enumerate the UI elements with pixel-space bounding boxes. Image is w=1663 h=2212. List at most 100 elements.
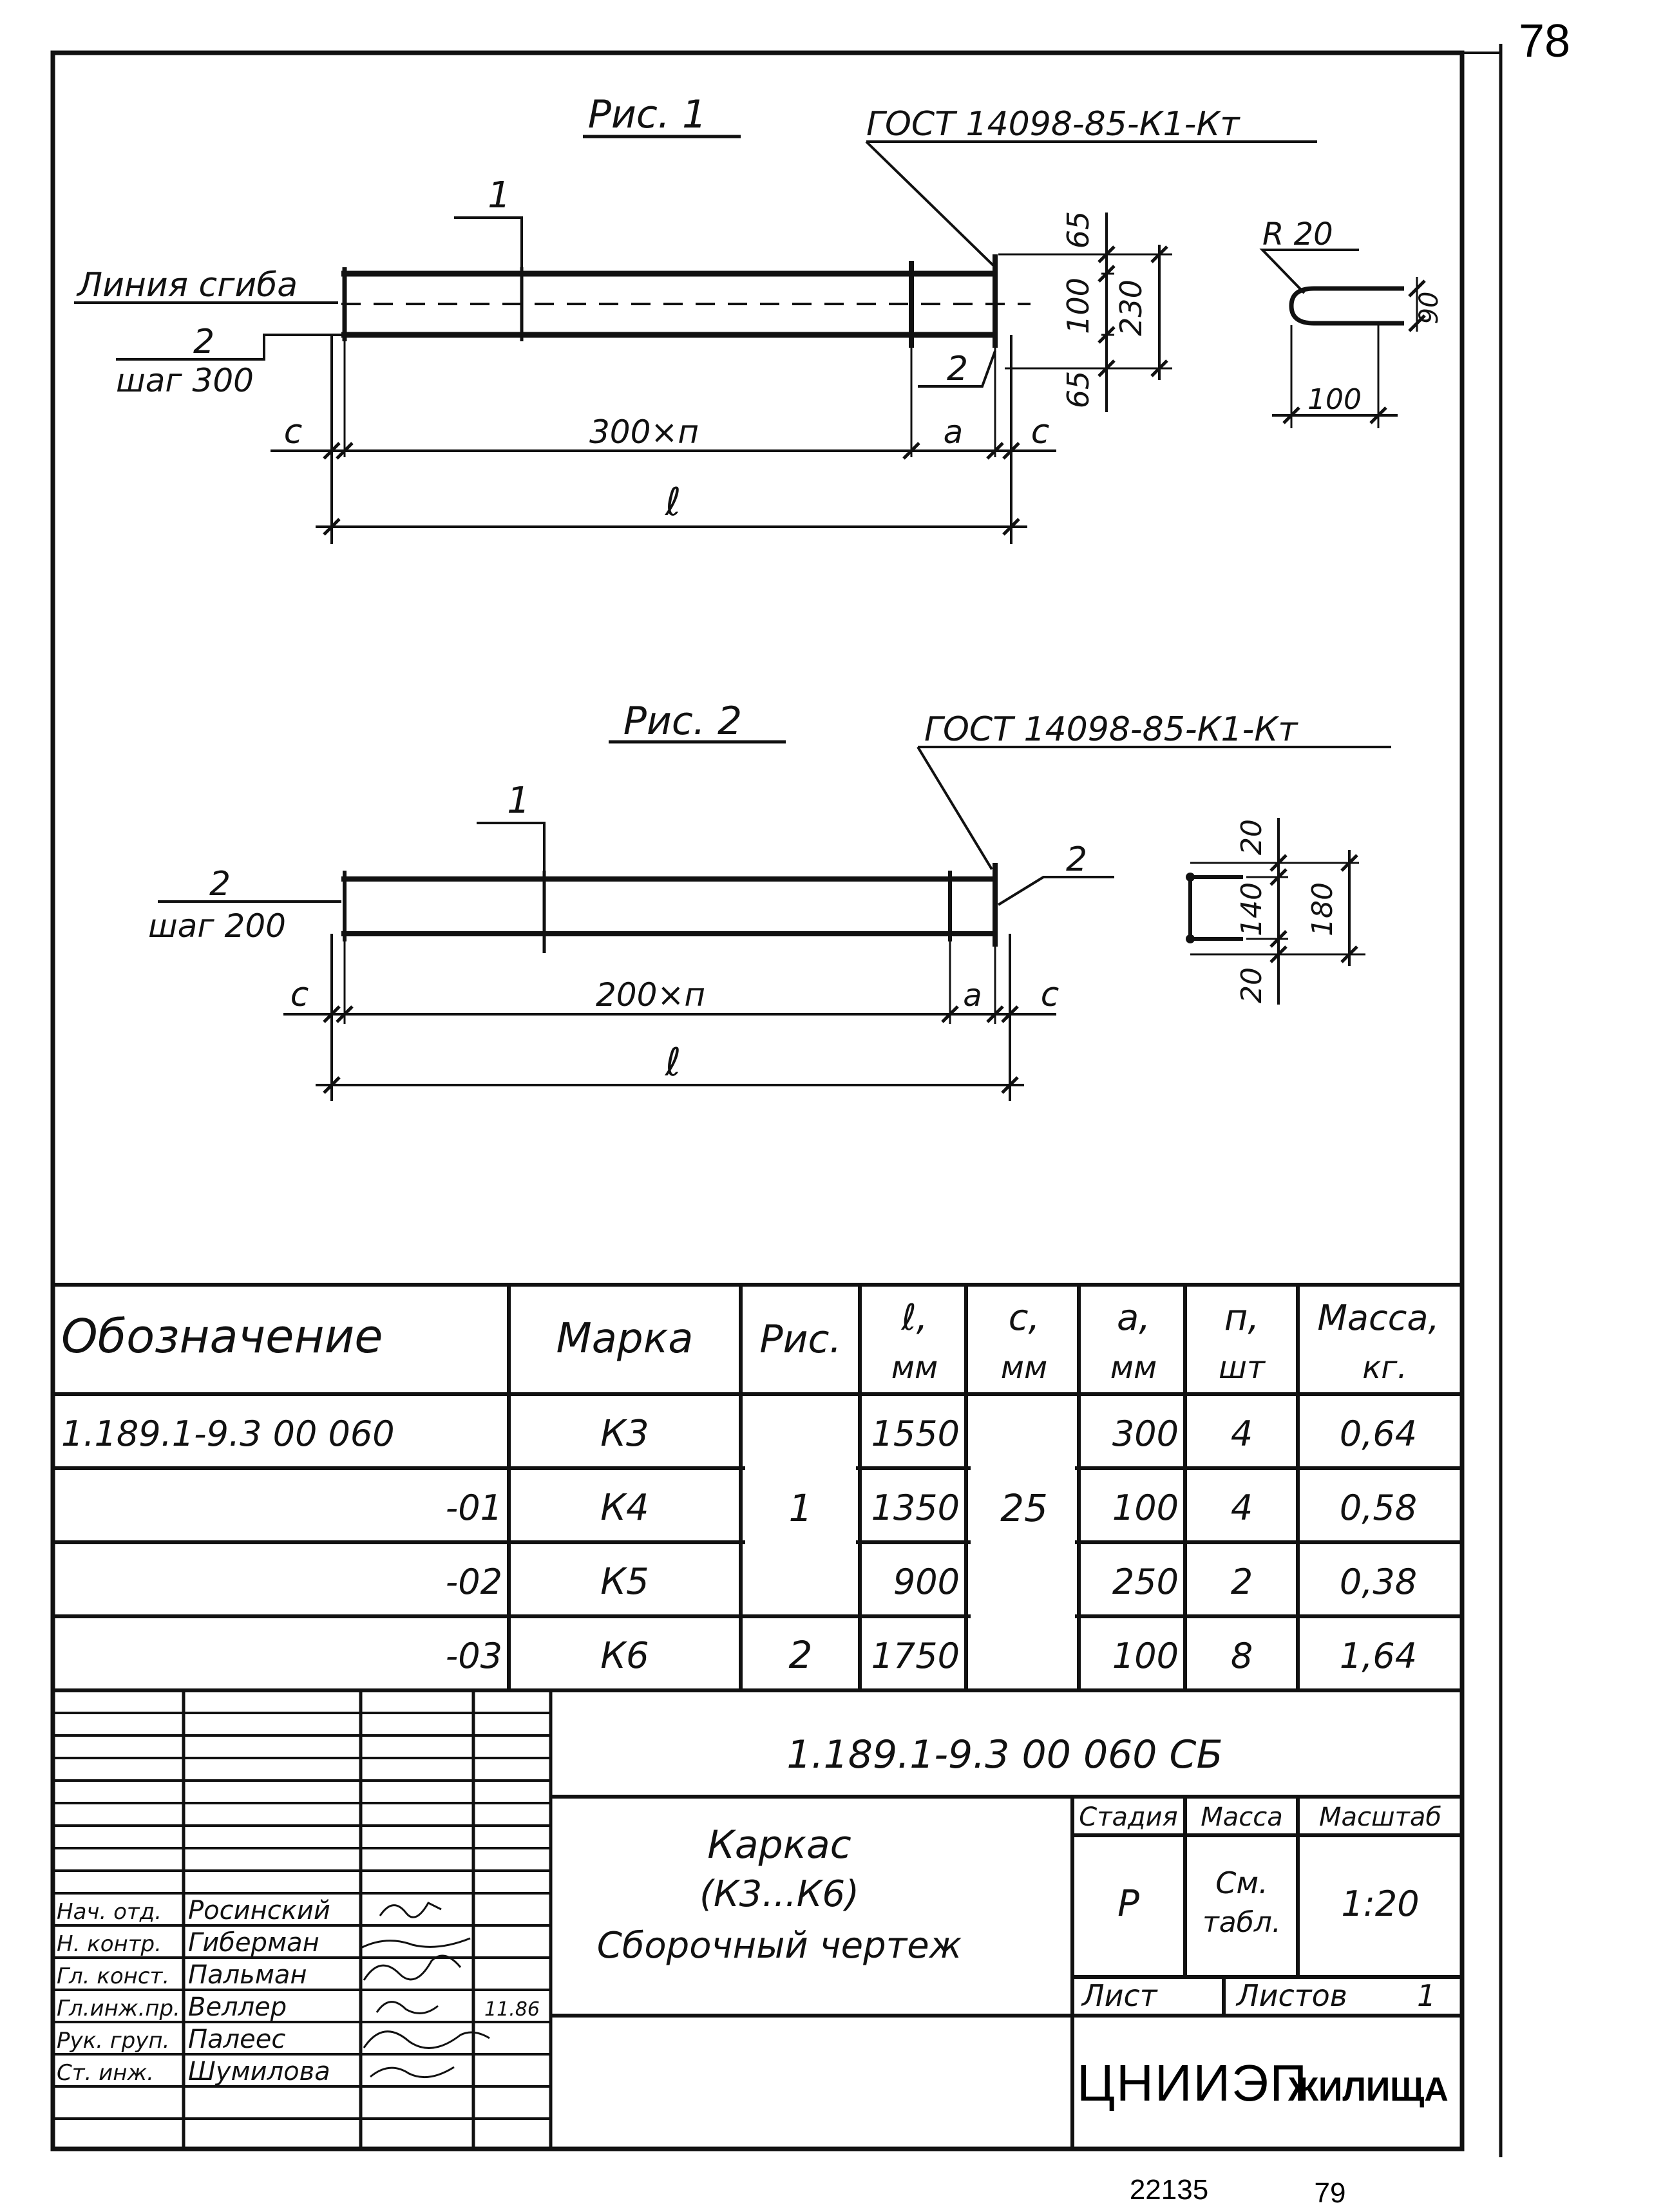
- figure-1-dim-65-top: 65: [1061, 211, 1096, 249]
- signer-row: Н. контр. Гиберман: [57, 1928, 471, 1958]
- fig-row-4: 2: [789, 1633, 813, 1677]
- figure-2-callout-2b: 2: [209, 865, 231, 903]
- figure-1-gost: ГОСТ 14098-85-К1-Кт: [866, 105, 1240, 144]
- signature-mark: [363, 2030, 490, 2049]
- signer-name: Пальман: [188, 1960, 307, 1990]
- signer-row: Рук. груп. Палеес: [57, 2025, 490, 2054]
- scale-label: Масштаб: [1319, 1802, 1441, 1832]
- org-main: ЦНИИЭП: [1077, 2054, 1308, 2112]
- header-c: с,: [1009, 1297, 1040, 1339]
- figure-1-dim-a: а: [944, 413, 964, 451]
- header-a: а,: [1117, 1297, 1150, 1339]
- header-l-unit: мм: [891, 1350, 938, 1386]
- signer-row: Ст. инж. Шумилова: [57, 2057, 455, 2086]
- row-l: 900: [893, 1562, 960, 1602]
- figure-1-dim-65-bottom: 65: [1061, 371, 1096, 409]
- row-mass: 0,64: [1340, 1413, 1417, 1454]
- signature-mark: [360, 1937, 471, 1949]
- figure-2-dim-c-left: с: [290, 976, 309, 1014]
- header-mass-unit: кг.: [1362, 1350, 1407, 1386]
- figure-2-callout-2: 2: [1066, 840, 1087, 879]
- frame: [50, 44, 1503, 2157]
- header-designation: Обозначение: [61, 1309, 383, 1363]
- figure-2-title: Рис. 2: [623, 699, 742, 744]
- figure-1-bend-detail: R 20 90 100: [1259, 216, 1444, 428]
- org-sub: ЖИЛИЩА: [1288, 2071, 1449, 2108]
- row-mark: К6: [600, 1635, 649, 1677]
- signer-role: Нач. отд.: [57, 1899, 162, 1925]
- figure-1-dim-230: 230: [1114, 279, 1148, 336]
- figure-2-dim-a: а: [963, 978, 982, 1014]
- signature-mark: [379, 1902, 442, 1918]
- sheet-label: Лист: [1081, 1978, 1158, 2013]
- figure-2-section-detail: 20 140 180 20: [1186, 818, 1365, 1005]
- row-a: 100: [1112, 1636, 1179, 1676]
- row-mark: К4: [600, 1487, 649, 1529]
- figure-1-dim-100: 100: [1061, 278, 1096, 334]
- table-row: -02 К5 900 250 2 0,38: [446, 1561, 1417, 1603]
- figure-2-dim-140: 140: [1235, 882, 1268, 936]
- signature-mark: [370, 2066, 455, 2079]
- figure-1-dim-c-left: с: [284, 413, 303, 451]
- c-merged: 25: [1000, 1486, 1048, 1530]
- signature-mark: [375, 2001, 439, 2014]
- row-a: 300: [1112, 1413, 1179, 1454]
- table-row: 1.189.1-9.3 00 060 К3 1550 300 4 0,64: [61, 1413, 1417, 1455]
- signature-mark: [363, 1954, 462, 1981]
- header-n-unit: шт: [1219, 1350, 1266, 1386]
- header-mark: Марка: [556, 1315, 694, 1363]
- title-block: 1.189.1-9.3 00 060 СБ Каркас (К3...К6) С…: [53, 1690, 1462, 2149]
- row-mass: 1,64: [1340, 1636, 1417, 1676]
- row-n: 2: [1231, 1562, 1253, 1602]
- date: 11.86: [484, 1998, 540, 2021]
- fig-merged-1: 1: [789, 1486, 813, 1530]
- stage-value: Р: [1117, 1883, 1139, 1925]
- signer-name: Шумилова: [188, 2057, 330, 2086]
- signer-role: Гл. конст.: [57, 1963, 169, 1989]
- row-n: 4: [1231, 1413, 1253, 1454]
- row-mark: К5: [600, 1561, 649, 1603]
- signer-name: Веллер: [188, 1992, 287, 2022]
- figure-1-detail-r: R 20: [1262, 216, 1333, 252]
- figure-2-dim-20-bottom: 20: [1235, 967, 1268, 1003]
- document-code: 1.189.1-9.3 00 060 СБ: [786, 1732, 1222, 1777]
- row-n: 8: [1231, 1636, 1253, 1676]
- row-designation: -01: [446, 1488, 502, 1528]
- signer-name: Росинский: [188, 1896, 330, 1925]
- row-mark: К3: [600, 1413, 649, 1455]
- archive-number: 22135: [1130, 2174, 1208, 2206]
- signer-role: Н. контр.: [57, 1931, 162, 1957]
- signer-role: Рук. груп.: [57, 2028, 169, 2054]
- row-n: 4: [1231, 1488, 1253, 1528]
- figure-2-dim-20-top: 20: [1235, 819, 1268, 855]
- header-fig: Рис.: [759, 1317, 841, 1362]
- figure-2: Рис. 2 ГОСТ 14098-85-К1-Кт 1 2 2 шаг 200: [148, 699, 1391, 1101]
- figure-1-callout-2: 2: [193, 323, 214, 361]
- row-l: 1350: [871, 1488, 960, 1528]
- scale-value: 1:20: [1341, 1884, 1419, 1924]
- row-mass: 0,58: [1340, 1488, 1417, 1528]
- page-number: 78: [1519, 15, 1570, 67]
- bottom-page-number: 79: [1315, 2177, 1346, 2209]
- signer-name: Палеес: [188, 2025, 285, 2054]
- header-l: ℓ,: [901, 1297, 928, 1339]
- figure-1: Рис. 1 ГОСТ 14098-85-К1-Кт 1 Линия сгиба…: [74, 92, 1444, 544]
- title-name-line-3: Сборочный чертеж: [597, 1925, 962, 1967]
- row-designation: 1.189.1-9.3 00 060: [61, 1413, 395, 1454]
- figure-2-callout-1: 1: [507, 780, 530, 822]
- row-a: 100: [1112, 1488, 1179, 1528]
- header-a-unit: мм: [1110, 1350, 1157, 1386]
- row-l: 1550: [871, 1413, 960, 1454]
- figure-1-title: Рис. 1: [588, 92, 707, 137]
- table-row: -01 К4 1350 100 4 0,58: [446, 1487, 1417, 1529]
- signer-name: Гиберман: [188, 1928, 319, 1958]
- figure-2-dim-span: 200×п: [596, 976, 705, 1014]
- signer-role: Гл.инж.пр.: [57, 1996, 180, 2021]
- title-name-line-2: (К3...К6): [699, 1873, 859, 1915]
- figure-2-gost: ГОСТ 14098-85-К1-Кт: [924, 710, 1298, 749]
- figure-1-dim-span: 300×п: [589, 413, 699, 451]
- row-designation: -02: [446, 1562, 502, 1602]
- sheets-label: Листов: [1235, 1978, 1347, 2013]
- figure-2-dim-l: ℓ: [665, 1040, 681, 1085]
